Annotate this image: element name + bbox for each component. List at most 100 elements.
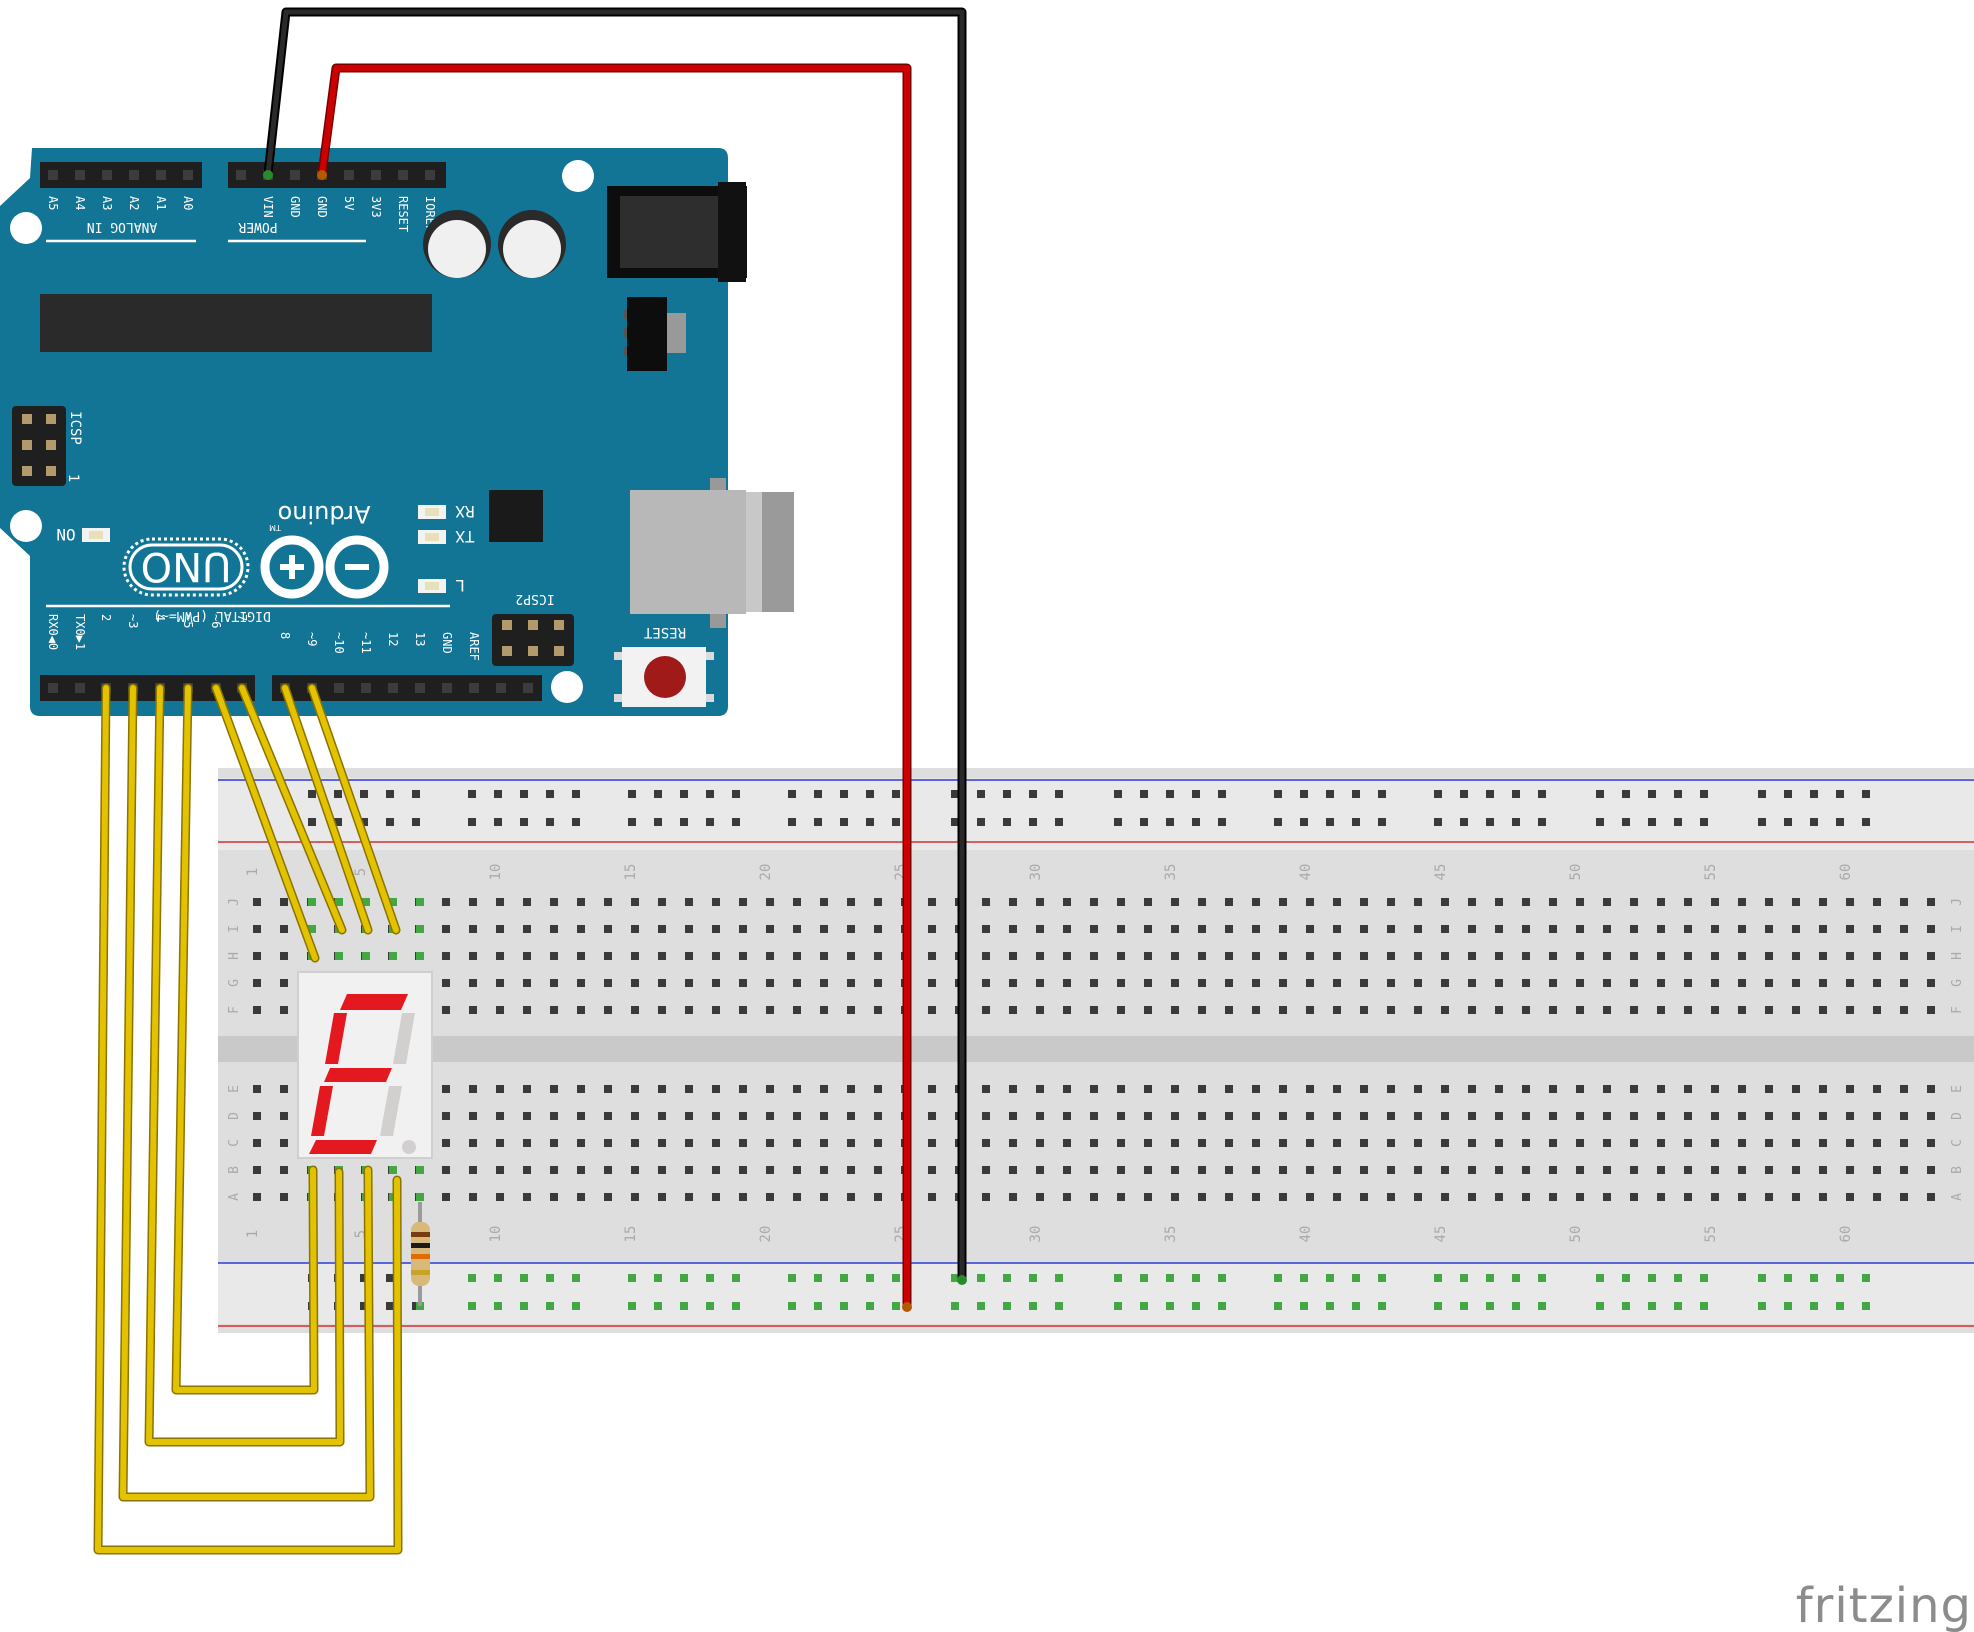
breadboard-hole bbox=[469, 952, 477, 960]
breadboard-hole bbox=[847, 979, 855, 987]
breadboard-hole bbox=[1279, 952, 1287, 960]
breadboard-hole bbox=[1738, 1193, 1746, 1201]
connected-hole bbox=[1836, 1274, 1844, 1282]
rail-hole bbox=[1029, 790, 1037, 798]
rail-hole bbox=[1784, 818, 1792, 826]
segment-f bbox=[325, 1013, 347, 1064]
breadboard-hole bbox=[928, 1166, 936, 1174]
breadboard-hole bbox=[712, 979, 720, 987]
pin-label: GND bbox=[315, 196, 329, 218]
breadboard-hole bbox=[1225, 925, 1233, 933]
column-number-top: 5 bbox=[353, 868, 369, 876]
row-letter: G bbox=[227, 979, 242, 987]
rail-hole bbox=[628, 818, 636, 826]
breadboard-hole bbox=[739, 1006, 747, 1014]
connected-hole bbox=[706, 1302, 714, 1310]
breadboard-hole bbox=[631, 1085, 639, 1093]
rail-hole bbox=[520, 790, 528, 798]
connected-hole bbox=[1674, 1274, 1682, 1282]
rail-hole bbox=[1758, 790, 1766, 798]
breadboard-hole bbox=[739, 925, 747, 933]
breadboard-hole bbox=[1576, 1139, 1584, 1147]
rail-hole bbox=[1300, 790, 1308, 798]
connected-hole bbox=[732, 1302, 740, 1310]
breadboard-hole bbox=[1846, 1006, 1854, 1014]
breadboard-hole bbox=[1684, 1112, 1692, 1120]
connected-hole bbox=[1055, 1274, 1063, 1282]
breadboard-hole bbox=[766, 1166, 774, 1174]
segment-g bbox=[324, 1068, 392, 1082]
breadboard-hole bbox=[1171, 925, 1179, 933]
breadboard-hole bbox=[928, 1006, 936, 1014]
breadboard-hole bbox=[1414, 925, 1422, 933]
breadboard-hole bbox=[1927, 1139, 1935, 1147]
capacitor bbox=[423, 210, 491, 278]
rail-hole bbox=[814, 818, 822, 826]
connected-hole bbox=[494, 1274, 502, 1282]
breadboard-hole bbox=[1603, 1006, 1611, 1014]
breadboard-hole bbox=[1441, 1166, 1449, 1174]
breadboard-hole bbox=[1765, 1006, 1773, 1014]
breadboard-hole bbox=[1144, 1166, 1152, 1174]
rail-hole bbox=[1378, 818, 1386, 826]
breadboard-hole bbox=[1009, 1112, 1017, 1120]
breadboard-hole bbox=[469, 1193, 477, 1201]
breadboard-hole bbox=[1549, 1166, 1557, 1174]
breadboard-hole bbox=[1630, 1085, 1638, 1093]
rail-hole bbox=[1512, 790, 1520, 798]
breadboard-hole bbox=[928, 979, 936, 987]
arduino-brand-text: Arduino bbox=[278, 500, 371, 528]
header-pin bbox=[156, 170, 166, 180]
breadboard-hole bbox=[793, 1006, 801, 1014]
breadboard-hole bbox=[1873, 979, 1881, 987]
reset-button bbox=[614, 647, 714, 707]
pin-label: A3 bbox=[100, 196, 114, 210]
breadboard-hole bbox=[1333, 1112, 1341, 1120]
column-number-bottom: 45 bbox=[1433, 1226, 1449, 1243]
connected-hole bbox=[892, 1302, 900, 1310]
rail-hole bbox=[1352, 818, 1360, 826]
breadboard-hole bbox=[874, 1085, 882, 1093]
breadboard-hole bbox=[253, 1112, 261, 1120]
breadboard-hole bbox=[1576, 1112, 1584, 1120]
breadboard-hole bbox=[1090, 1139, 1098, 1147]
breadboard-hole bbox=[1171, 1085, 1179, 1093]
breadboard-hole bbox=[550, 1166, 558, 1174]
connected-hole bbox=[1003, 1274, 1011, 1282]
breadboard-hole bbox=[631, 925, 639, 933]
connected-hole bbox=[1700, 1274, 1708, 1282]
breadboard-hole bbox=[1819, 952, 1827, 960]
breadboard-hole bbox=[847, 1112, 855, 1120]
column-number-top: 50 bbox=[1568, 864, 1584, 881]
rail-hole bbox=[628, 790, 636, 798]
breadboard-hole bbox=[847, 1085, 855, 1093]
breadboard-hole bbox=[1819, 979, 1827, 987]
breadboard-hole bbox=[496, 1085, 504, 1093]
column-number-top: 60 bbox=[1838, 864, 1854, 881]
breadboard-hole bbox=[1792, 1006, 1800, 1014]
breadboard-hole bbox=[1522, 898, 1530, 906]
connected-hole bbox=[362, 952, 370, 960]
breadboard-hole bbox=[1387, 1166, 1395, 1174]
breadboard-hole bbox=[1603, 1193, 1611, 1201]
breadboard-hole bbox=[1846, 1166, 1854, 1174]
connected-hole bbox=[1758, 1274, 1766, 1282]
rail-hole bbox=[1140, 818, 1148, 826]
breadboard-hole bbox=[1279, 979, 1287, 987]
breadboard-hole bbox=[253, 1139, 261, 1147]
breadboard-hole bbox=[1117, 898, 1125, 906]
connected-hole bbox=[1862, 1274, 1870, 1282]
breadboard-hole bbox=[1090, 1006, 1098, 1014]
breadboard-hole bbox=[1036, 925, 1044, 933]
breadboard-hole bbox=[820, 925, 828, 933]
segment-c bbox=[380, 1086, 402, 1136]
breadboard-hole bbox=[1873, 952, 1881, 960]
breadboard-hole bbox=[1630, 1193, 1638, 1201]
breadboard-hole bbox=[874, 1193, 882, 1201]
rail-hole bbox=[1140, 790, 1148, 798]
breadboard-hole bbox=[1360, 1166, 1368, 1174]
breadboard-hole bbox=[1873, 1006, 1881, 1014]
breadboard-hole bbox=[847, 1166, 855, 1174]
breadboard-hole bbox=[577, 952, 585, 960]
